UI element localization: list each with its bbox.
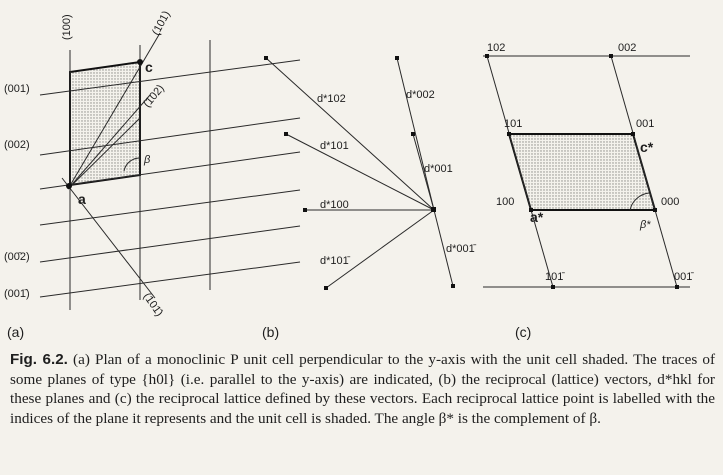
- panel-c: [483, 55, 690, 288]
- origin-b: [431, 207, 436, 212]
- node-label-102: 102: [487, 42, 505, 54]
- panel-b-label: (b): [262, 324, 279, 340]
- point-c-label: c: [145, 59, 153, 75]
- node-100: [529, 208, 533, 212]
- vector-label-001: d*001: [424, 163, 453, 175]
- node-00-1: [675, 285, 679, 289]
- c-star-label: c*: [640, 139, 654, 155]
- node-002: [609, 54, 613, 58]
- vector-102: [265, 57, 435, 211]
- trace-002: [39, 117, 301, 156]
- caption-text: (a) Plan of a monoclinic P unit cell per…: [10, 351, 716, 427]
- panel-c-points: [485, 54, 679, 289]
- point-a: [66, 183, 72, 189]
- vector-label-100: d*100: [320, 199, 349, 211]
- tip-101: [284, 132, 288, 136]
- label-00-1: (001̄): [4, 288, 30, 300]
- vector-101: [285, 133, 435, 211]
- trace-00-1: [39, 261, 301, 298]
- panel-c-labels: 102 002 101 001 100 000 101̄ 001̄ c* a* …: [487, 42, 694, 340]
- a-star-label: a*: [530, 209, 544, 225]
- trace-102: [67, 94, 151, 190]
- angle-arc-beta: [123, 157, 141, 172]
- panel-b-labels: d*102 d*101 d*100 d*101̄ d*002 d*001 d*0…: [262, 89, 477, 340]
- label-10-1: (101̄): [141, 291, 166, 319]
- caption-number: Fig. 6.2.: [10, 351, 68, 368]
- vector-001: [412, 133, 435, 211]
- node-label-000: 000: [661, 196, 679, 208]
- angle-beta-star-label: β*: [639, 219, 651, 231]
- vector-002: [396, 57, 435, 211]
- trace-extra-1: [67, 117, 141, 190]
- node-label-101: 101: [504, 118, 522, 130]
- tip-10-1: [324, 286, 328, 290]
- tip-00-1: [451, 284, 455, 288]
- node-102: [485, 54, 489, 58]
- panel-b: [265, 57, 454, 289]
- panel-a-label: (a): [7, 324, 24, 340]
- node-label-10-1: 101̄: [545, 271, 565, 283]
- tip-001: [411, 132, 415, 136]
- node-10-1: [551, 285, 555, 289]
- vector-label-101: d*101: [320, 140, 349, 152]
- node-label-001: 001: [636, 118, 654, 130]
- figure-caption: Fig. 6.2. (a) Plan of a monoclinic P uni…: [10, 350, 715, 428]
- column-h1: [486, 55, 554, 288]
- tip-102: [264, 56, 268, 60]
- panel-a: [39, 32, 301, 310]
- vector-label-102: d*102: [317, 93, 346, 105]
- vector-label-10-1: d*101̄: [320, 255, 351, 267]
- trace-000: [39, 151, 301, 190]
- tip-100: [303, 208, 307, 212]
- vector-label-002: d*002: [406, 89, 435, 101]
- node-label-002: 002: [618, 42, 636, 54]
- node-label-00-1: 001̄: [674, 271, 694, 283]
- vector-00-1: [433, 209, 454, 287]
- point-c: [137, 59, 143, 65]
- unit-cell-c: [507, 133, 657, 211]
- label-002: (002): [4, 139, 30, 151]
- trace-00-2: [39, 225, 301, 263]
- angle-beta-label: β: [143, 154, 151, 166]
- label-100: (100): [61, 14, 73, 40]
- label-00-2: (00̄2): [4, 251, 30, 263]
- figure-6-2: (001) (002) (00̄2) (001̄) (100) (101) (1…: [4, 9, 694, 340]
- node-001: [631, 132, 635, 136]
- node-101: [507, 132, 511, 136]
- vector-label-00-1: d*001̄: [446, 243, 477, 255]
- trace-10-1: [61, 177, 156, 299]
- trace-001: [39, 59, 301, 96]
- angle-arc-beta-star: [629, 192, 650, 211]
- node-label-100: 100: [496, 196, 514, 208]
- label-001: (001): [4, 83, 30, 95]
- panel-c-label: (c): [515, 324, 531, 340]
- label-102: (102): [141, 83, 167, 110]
- vector-10-1: [325, 209, 435, 289]
- point-a-label: a: [78, 191, 86, 207]
- trace-101: [67, 32, 161, 190]
- trace-003: [39, 189, 301, 226]
- panel-b-points: [264, 56, 455, 290]
- label-101: (101): [150, 9, 173, 37]
- unit-cell-a: [69, 60, 141, 187]
- tip-002: [395, 56, 399, 60]
- column-h0: [610, 55, 678, 288]
- node-000: [653, 208, 657, 212]
